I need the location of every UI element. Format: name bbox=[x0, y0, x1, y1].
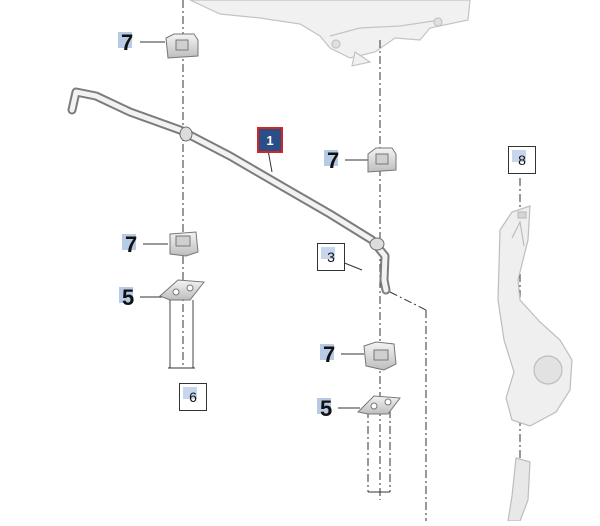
bushing-part-mid-right bbox=[363, 341, 397, 371]
callout-part-3[interactable]: 3 bbox=[317, 243, 345, 271]
callout-part-5-right[interactable]: 5 bbox=[317, 396, 333, 422]
subframe-part bbox=[189, 0, 471, 67]
callout-part-7-mid-left[interactable]: 7 bbox=[122, 232, 138, 258]
callout-part-5-left[interactable]: 5 bbox=[119, 285, 135, 311]
callout-label: 5 bbox=[122, 285, 135, 310]
bushing-part-top-left bbox=[165, 33, 199, 59]
bushing-part-mid-left bbox=[169, 231, 199, 257]
callout-label: 7 bbox=[327, 148, 340, 173]
steering-knuckle-part bbox=[497, 205, 573, 522]
clamp-part-left bbox=[159, 279, 205, 301]
callout-label: 7 bbox=[121, 30, 134, 55]
callout-part-7-mid-right[interactable]: 7 bbox=[320, 342, 336, 368]
callout-label: 7 bbox=[323, 342, 336, 367]
callout-part-8[interactable]: 8 bbox=[508, 146, 536, 174]
callout-part-7-top-right[interactable]: 7 bbox=[324, 148, 340, 174]
callout-part-6[interactable]: 6 bbox=[179, 383, 207, 411]
bolt-lines bbox=[169, 300, 194, 366]
stabilizer-bar-part bbox=[67, 87, 391, 295]
callout-label: 6 bbox=[189, 389, 197, 405]
callout-part-7-top-left[interactable]: 7 bbox=[118, 30, 134, 56]
callout-label: 3 bbox=[327, 249, 335, 265]
callout-label: 7 bbox=[125, 232, 138, 257]
callout-label: 5 bbox=[320, 396, 333, 421]
callout-part-1-selected[interactable]: 1 bbox=[257, 127, 283, 153]
clamp-part-right bbox=[356, 395, 401, 415]
bushing-part-top-right bbox=[367, 147, 397, 173]
guide-lines bbox=[169, 0, 521, 521]
callout-label: 8 bbox=[518, 152, 526, 168]
leader-lines bbox=[140, 41, 390, 493]
callout-label: 1 bbox=[266, 132, 274, 148]
